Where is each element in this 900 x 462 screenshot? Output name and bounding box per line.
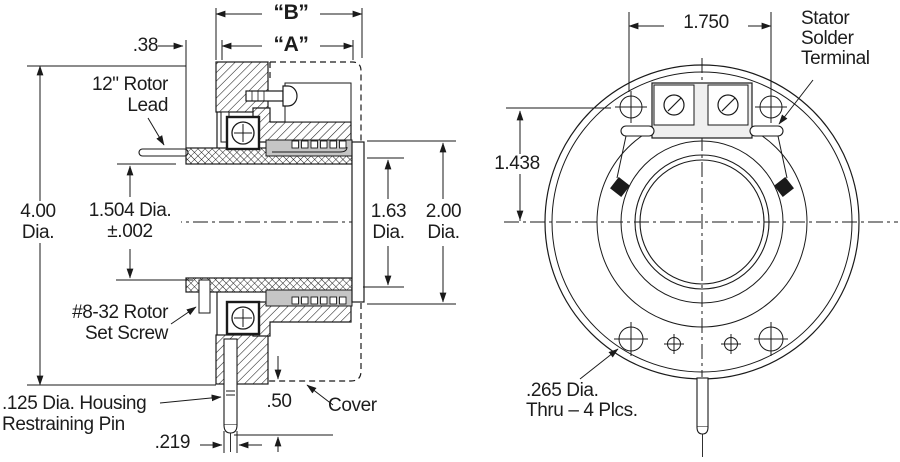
small-hole-left bbox=[664, 334, 684, 354]
terminal-recess bbox=[284, 82, 352, 123]
holes-265-leader bbox=[579, 348, 619, 380]
dia-400-label: 4.00 Dia. bbox=[12, 201, 64, 243]
terminal-block bbox=[651, 82, 753, 139]
dim-38-lines bbox=[158, 40, 187, 164]
dim-1504-lines bbox=[116, 163, 193, 281]
set-screw-label: #8-32 Rotor Set Screw bbox=[72, 302, 168, 344]
dim-219-lines bbox=[200, 431, 262, 453]
dim-50-label: .50 bbox=[266, 391, 292, 412]
flange bbox=[351, 141, 365, 303]
small-hole-right bbox=[721, 334, 741, 354]
restraining-pin bbox=[223, 338, 238, 452]
cover-leader bbox=[306, 384, 334, 406]
dim-b-label: “B” bbox=[262, 2, 320, 23]
set-screw-leader bbox=[170, 306, 197, 325]
housing-block-top bbox=[215, 61, 269, 113]
stator-band-bottom bbox=[252, 301, 352, 337]
rotor-lead-wire bbox=[138, 148, 189, 157]
dim-1438-label: 1.438 bbox=[486, 154, 548, 174]
set-screw-bottom bbox=[198, 279, 211, 314]
dim-38-label: .38 bbox=[132, 35, 159, 56]
cross-section-view bbox=[138, 61, 380, 452]
stator-wire-left bbox=[616, 125, 655, 179]
rotor-lead-label: 12" Rotor Lead bbox=[91, 74, 168, 116]
right-dimensions bbox=[506, 12, 814, 380]
stator-terminal-leader bbox=[778, 79, 814, 125]
mounting-hole-top-right bbox=[755, 91, 787, 123]
mounting-hole-top-left bbox=[615, 91, 647, 123]
dia-1504-label: 1.504 Dia. ±.002 bbox=[79, 200, 181, 242]
restraining-pin-leader bbox=[159, 394, 222, 404]
dim-200-lines bbox=[367, 140, 456, 305]
holes-265-label: .265 Dia. Thru – 4 Plcs. bbox=[526, 380, 638, 421]
terminal-screw-right bbox=[717, 94, 739, 116]
brush-contact-right bbox=[774, 177, 794, 197]
front-view bbox=[504, 58, 898, 457]
terminal-screw bbox=[245, 85, 298, 107]
front-restraining-pin bbox=[696, 377, 709, 457]
dia-200-label: 2.00 Dia. bbox=[420, 201, 467, 243]
restraining-pin-label: .125 Dia. Housing Restraining Pin bbox=[2, 393, 147, 435]
bearing-bottom bbox=[225, 300, 261, 336]
stator-terminal-label: Stator Solder Terminal bbox=[801, 8, 870, 69]
rotor-lead-leader bbox=[147, 117, 165, 146]
dim-219-label: .219 bbox=[154, 432, 191, 453]
brush-contact-left bbox=[610, 177, 630, 197]
dim-163-lines bbox=[363, 157, 404, 288]
dim-1750-label: 1.750 bbox=[664, 13, 748, 33]
dia-163-label: 1.63 Dia. bbox=[366, 201, 411, 243]
slip-ring-strip-top bbox=[265, 139, 353, 157]
mounting-hole-bottom-left bbox=[614, 322, 648, 356]
dim-50-lines bbox=[234, 356, 333, 452]
slip-ring-strip-bottom bbox=[265, 289, 353, 307]
bearing-top bbox=[225, 115, 261, 151]
dim-a-label: “A” bbox=[262, 34, 320, 55]
mounting-hole-bottom-right bbox=[754, 322, 788, 356]
stator-wire-right bbox=[749, 125, 788, 179]
cover-label: Cover bbox=[328, 395, 377, 416]
cover-outline bbox=[240, 61, 362, 382]
terminal-screw-left bbox=[663, 94, 685, 116]
